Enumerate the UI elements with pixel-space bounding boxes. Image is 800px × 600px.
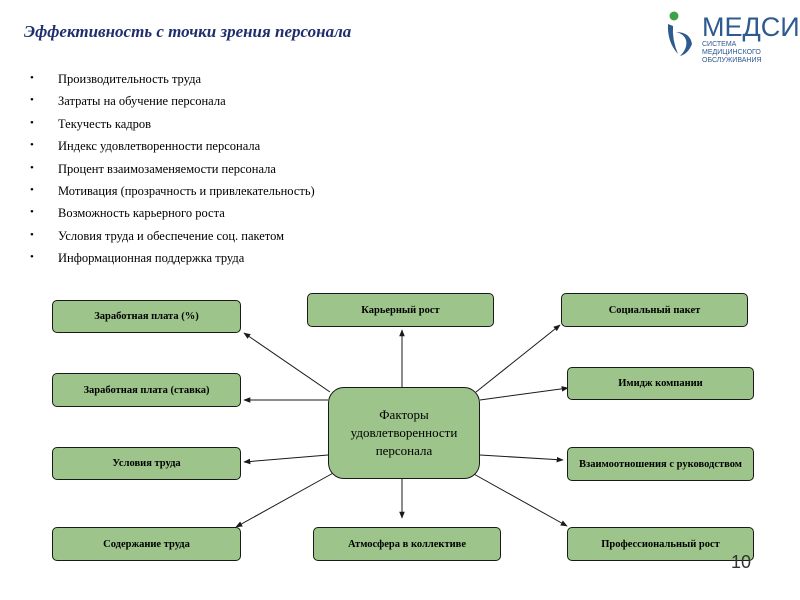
factor-label: Имидж компании — [618, 378, 703, 389]
bullet-list: • Производительность труда • Затраты на об… — [30, 72, 315, 274]
bullet-item: • Производительность труда — [30, 72, 315, 94]
bullet-text: Затраты на обучение персонала — [58, 94, 226, 109]
factor-label: Социальный пакет — [608, 304, 701, 316]
factor-label: Заработная плата (ставка) — [83, 384, 210, 396]
arrow-to-prof-growth — [471, 472, 568, 527]
factor-box-prof-growth: Профессиональный рост — [567, 527, 754, 561]
bullet-dot-icon: • — [30, 72, 34, 84]
bullet-item: • Возможность карьерного роста — [30, 206, 315, 228]
bullet-text: Производительность труда — [58, 72, 202, 86]
arrow-to-salary-percent — [243, 332, 331, 393]
bullet-dot-icon: • — [30, 183, 34, 196]
bullet-item: • Затраты на обучение персонала — [30, 94, 315, 116]
bullet-item: • Текучесть кадров — [30, 117, 315, 139]
bullet-dot-icon: • — [30, 94, 34, 107]
logo-brand: МЕДСИ — [702, 12, 800, 42]
bullet-item: • Мотивация (прозрачность и привлекательн… — [30, 184, 315, 206]
bullet-item: • Индекс удовлетворенности персонала — [30, 139, 315, 161]
factor-box-content: Содержание труда — [52, 527, 241, 561]
arrow-to-content — [235, 471, 336, 528]
factor-box-salary-rate: Заработная плата (ставка) — [52, 373, 241, 407]
arrow-to-social — [475, 324, 561, 393]
bullet-item: • Процент взаимозаменяемости персонала — [30, 162, 315, 184]
arrow-to-image — [479, 386, 569, 401]
factor-box-salary-percent: Заработная плата (%) — [52, 300, 241, 333]
bullet-text: Индекс удовлетворенности персонала — [58, 139, 261, 154]
slide-title: Эффективность с точки зрения персонала — [24, 22, 352, 41]
factor-label: Карьерный рост — [361, 304, 440, 316]
factor-label: Заработная плата (%) — [94, 311, 199, 322]
bullet-item: • Условия труда и обеспечение соц. пакето… — [30, 229, 315, 251]
factor-box-career: Карьерный рост — [307, 293, 494, 327]
factor-label: Условия труда — [112, 458, 181, 469]
factor-label: Атмосфера в коллективе — [348, 538, 466, 550]
arrow-to-conditions — [243, 454, 329, 465]
factor-label: Содержание труда — [103, 538, 190, 550]
bullet-item: • Информационная поддержка труда — [30, 251, 315, 273]
bullet-text: Информационная поддержка труда — [58, 251, 245, 266]
bullet-text: Текучесть кадров — [58, 116, 152, 131]
factor-box-image: Имидж компании — [567, 367, 754, 400]
bullet-dot-icon: • — [30, 251, 34, 264]
bullet-text: Возможность карьерного роста — [58, 206, 225, 221]
bullet-dot-icon: • — [30, 161, 34, 174]
medsi-logo: МЕДСИ СИСТЕМА МЕДИЦИНСКОГО ОБСЛУЖИВАНИЯ — [664, 10, 800, 64]
bullet-text: Мотивация (прозрачность и привлекательно… — [58, 183, 315, 198]
factor-box-conditions: Условия труда — [52, 447, 241, 480]
page-number: 10 — [731, 552, 752, 572]
bullet-dot-icon: • — [30, 206, 34, 219]
factor-label: Взаимоотношения с руководством — [579, 458, 742, 470]
logo-subtitle: СИСТЕМА МЕДИЦИНСКОГО ОБСЛУЖИВАНИЯ — [702, 41, 762, 64]
factor-box-social: Социальный пакет — [561, 293, 748, 327]
logo-figure-icon — [667, 11, 692, 56]
factor-label: Профессиональный рост — [601, 538, 720, 550]
bullet-text: Условия труда и обеспечение соц. пакетом — [58, 228, 285, 243]
bullet-dot-icon: • — [30, 139, 34, 152]
factor-box-atmosphere: Атмосфера в коллективе — [313, 527, 501, 561]
bullet-dot-icon: • — [30, 116, 34, 129]
factor-box-relations: Взаимоотношения с руководством — [567, 447, 754, 481]
bullet-dot-icon: • — [30, 228, 34, 241]
center-factor-box: Факторы удовлетворенности персонала — [328, 387, 480, 479]
arrow-to-relations — [479, 454, 564, 463]
bullet-text: Процент взаимозаменяемости персонала — [58, 161, 276, 176]
center-label: Факторы удовлетворенности персонала — [350, 407, 458, 458]
